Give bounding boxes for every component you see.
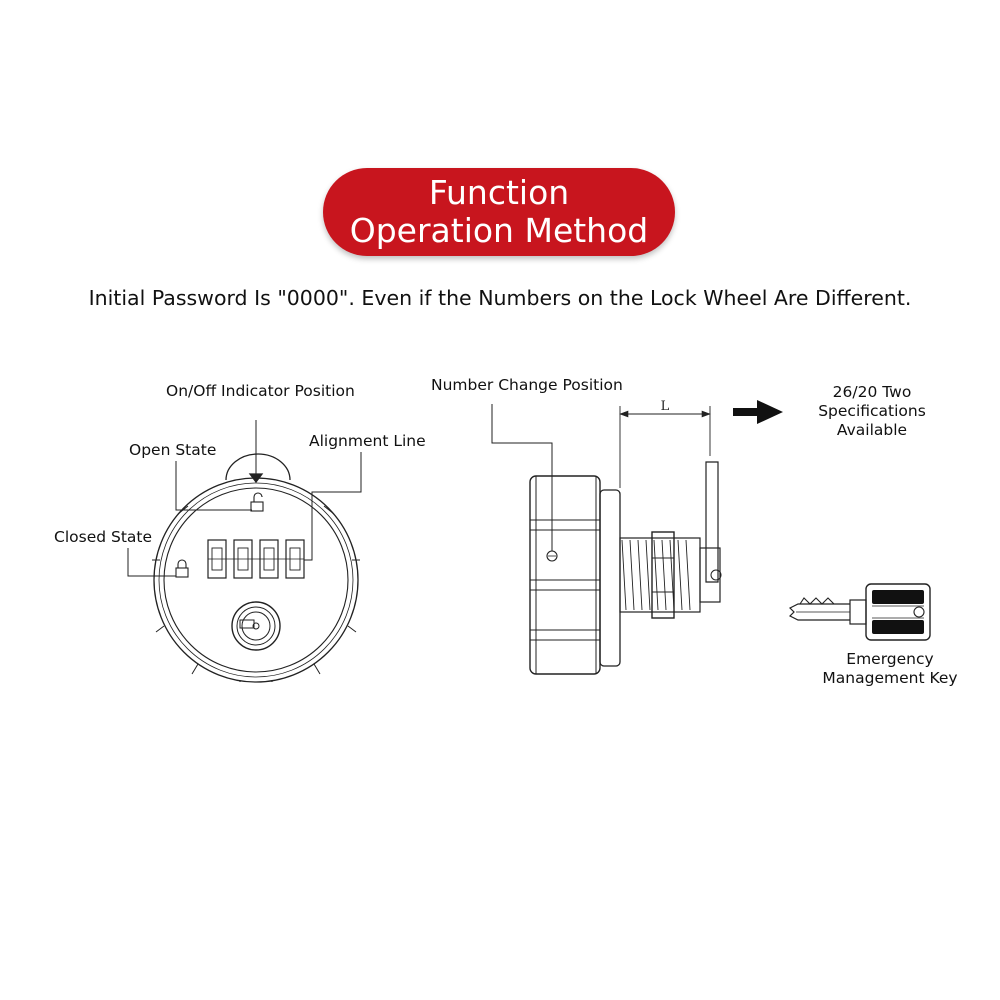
key-line-1: Emergency — [846, 650, 934, 668]
front-view-lock — [127, 420, 362, 683]
label-number-change: Number Change Position — [431, 376, 623, 394]
key-hole-icon — [231, 601, 281, 651]
key-line-2: Management Key — [822, 669, 958, 687]
label-alignment-line: Alignment Line — [309, 432, 426, 450]
side-view-lock: L — [491, 399, 783, 675]
spec-line-2: Specifications — [818, 402, 926, 420]
dimension-label: L — [661, 399, 670, 414]
lock-open-icon — [250, 492, 264, 512]
subtitle: Initial Password Is "0000". Even if the … — [88, 286, 912, 310]
spec-line-3: Available — [836, 421, 908, 439]
spec-line-1: 26/20 Two — [832, 383, 912, 401]
label-indicator-position: On/Off Indicator Position — [166, 382, 355, 400]
label-closed-state: Closed State — [54, 528, 153, 546]
title-line-1: Function — [428, 173, 570, 212]
emergency-key-icon — [788, 583, 931, 641]
title-line-2: Operation Method — [349, 211, 649, 250]
number-wheels — [207, 539, 305, 579]
label-emergency-key: Emergency Management Key — [810, 650, 970, 688]
label-open-state: Open State — [129, 441, 217, 459]
arrow-right-icon — [733, 400, 783, 424]
title-pill: Function Operation Method — [323, 168, 675, 256]
lock-closed-icon — [175, 559, 189, 578]
label-specifications: 26/20 Two Specifications Available — [796, 383, 948, 440]
